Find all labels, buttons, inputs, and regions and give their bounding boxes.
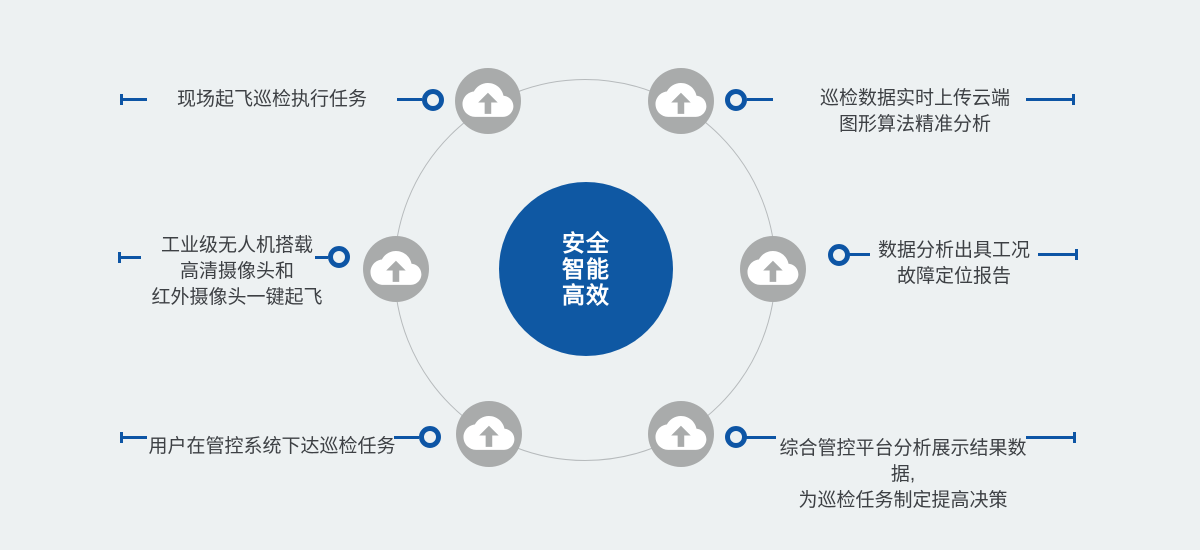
step-label-line: 故障定位报告 <box>896 266 1011 287</box>
step-label-line: 图形算法精准分析 <box>838 114 991 135</box>
center-text-line: 安全 <box>562 230 610 256</box>
step-label-line: 巡检数据实时上传云端 <box>819 88 1010 109</box>
cloud-upload-icon <box>363 236 429 302</box>
connector-line <box>746 436 776 439</box>
connector-ring-icon <box>419 426 441 448</box>
end-tick-line <box>122 436 147 439</box>
end-tick-line <box>120 256 141 259</box>
center-text-line: 高效 <box>562 282 610 308</box>
end-tick-bar <box>120 94 123 105</box>
connector-ring-icon <box>828 244 850 266</box>
connector-ring-icon <box>422 89 444 111</box>
center-text-line: 智能 <box>562 256 610 282</box>
step-label-bottom-left: 用户在管控系统下达巡检任务 <box>142 434 402 460</box>
end-tick-line <box>1026 98 1073 101</box>
end-tick-bar <box>1072 94 1075 105</box>
step-label-middle-left: 工业级无人机搭载 高清摄像头和 红外摄像头一键起飞 <box>127 233 347 311</box>
end-tick-bar <box>120 432 123 443</box>
step-label-line: 数据分析出具工况 <box>877 240 1030 261</box>
center-circle: 安全 智能 高效 <box>499 182 673 356</box>
connector-line <box>397 98 422 101</box>
step-label-middle-right: 数据分析出具工况 故障定位报告 <box>844 238 1064 290</box>
connector-line <box>315 256 328 259</box>
step-label-line: 现场起飞巡检执行任务 <box>176 89 367 110</box>
end-tick-line <box>122 98 147 101</box>
step-label-line: 综合管控平台分析展示结果数据, <box>779 438 1027 485</box>
step-label-line: 红外摄像头一键起飞 <box>151 287 323 308</box>
cloud-upload-icon <box>456 401 522 467</box>
cloud-upload-icon <box>648 68 714 134</box>
step-label-line: 高清摄像头和 <box>179 261 294 282</box>
step-label-top-right: 巡检数据实时上传云端 图形算法精准分析 <box>795 86 1035 138</box>
connector-line <box>394 436 419 439</box>
connector-ring-icon <box>328 246 350 268</box>
cloud-upload-icon <box>455 68 521 134</box>
end-tick-line <box>1038 253 1076 256</box>
connector-ring-icon <box>725 89 747 111</box>
step-label-top-left: 现场起飞巡检执行任务 <box>152 87 392 113</box>
end-tick-bar <box>1073 432 1076 443</box>
cloud-upload-icon <box>648 401 714 467</box>
end-tick-line <box>1026 436 1074 439</box>
connector-line <box>747 98 773 101</box>
step-label-bottom-right: 综合管控平台分析展示结果数据, 为巡检任务制定提高决策 <box>772 436 1034 514</box>
cloud-upload-icon <box>740 236 806 302</box>
step-label-line: 用户在管控系统下达巡检任务 <box>148 436 396 457</box>
connector-ring-icon <box>725 426 747 448</box>
step-label-line: 为巡检任务制定提高决策 <box>798 490 1008 511</box>
end-tick-bar <box>118 252 121 263</box>
end-tick-bar <box>1075 249 1078 260</box>
connector-line <box>849 253 870 256</box>
step-label-line: 工业级无人机搭载 <box>160 235 313 256</box>
